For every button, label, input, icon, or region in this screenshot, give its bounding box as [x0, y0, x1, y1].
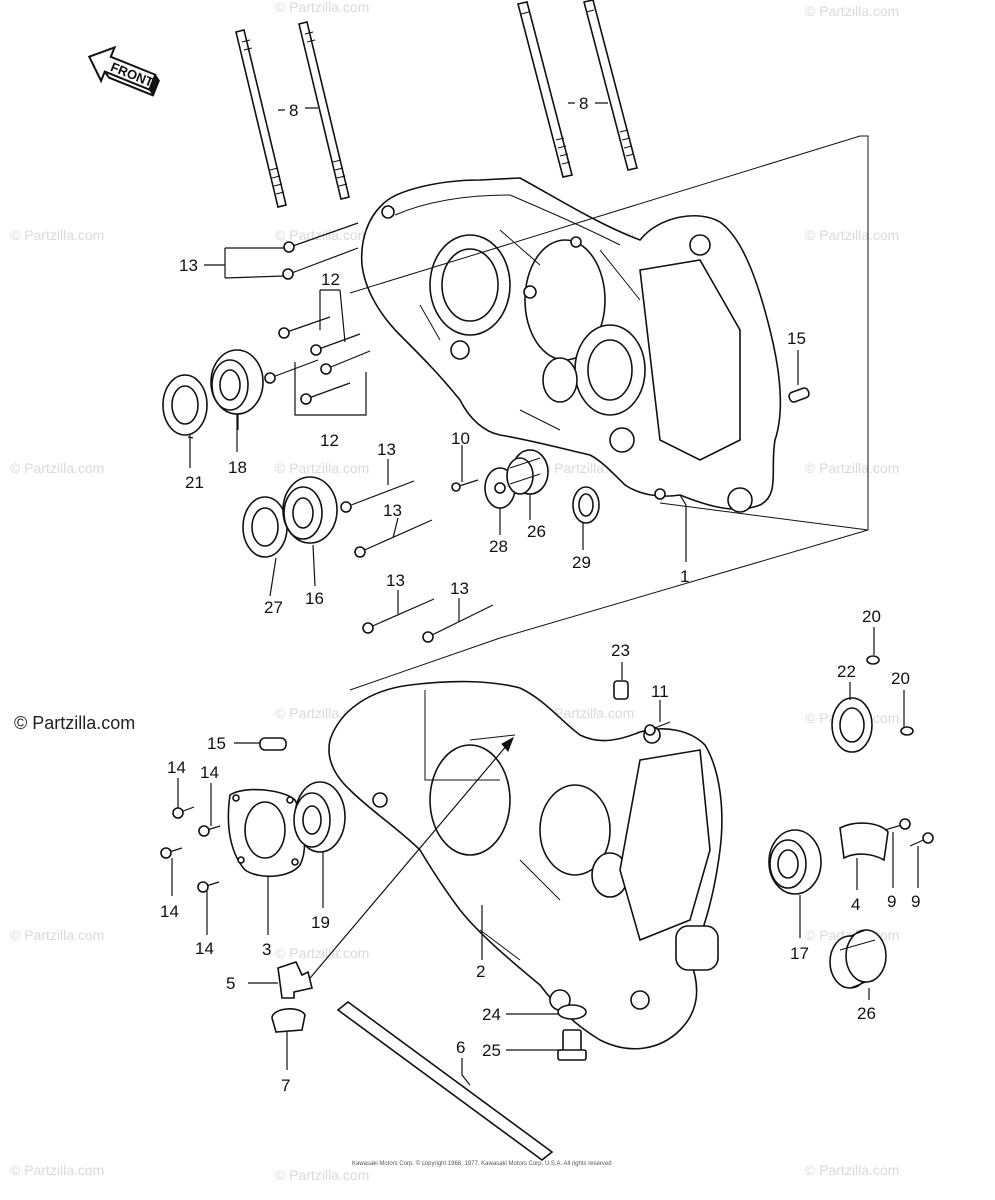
callout-9: 9: [911, 892, 920, 911]
watermark: © Partzilla.com: [275, 1167, 369, 1183]
bearing-19: [293, 781, 346, 853]
cap-7: [271, 1008, 306, 1033]
elbow-fitting-5: [277, 961, 313, 999]
callout-9: 9: [887, 892, 896, 911]
cover-plate-3: [227, 788, 306, 878]
callout-20: 20: [891, 669, 910, 688]
needle-bearing-26-lower: [829, 929, 887, 989]
callout-13: 13: [179, 256, 198, 275]
bolt-10: [451, 479, 479, 492]
callout-13: 13: [383, 501, 402, 520]
front-arrow-icon: FRONT: [87, 45, 160, 97]
callout-22: 22: [837, 662, 856, 681]
stud-8: [235, 0, 638, 208]
plug-23: [613, 680, 629, 700]
bolts-9: [884, 818, 934, 847]
callout-3: 3: [262, 940, 271, 959]
watermark: © Partzilla.com: [10, 227, 104, 243]
washer-24: [557, 1004, 587, 1020]
watermark: © Partzilla.com: [805, 227, 899, 243]
callout-6: 6: [456, 1038, 465, 1057]
pin-20-lower: [900, 726, 914, 736]
callout-2: 2: [476, 962, 485, 981]
callout-15: 15: [787, 329, 806, 348]
leader-lines: [171, 102, 919, 1086]
watermark: © Partzilla.com: [10, 1162, 104, 1178]
plate-4: [839, 822, 889, 862]
callout-8: 8: [289, 101, 298, 120]
callout-25: 25: [482, 1041, 501, 1060]
callout-12: 12: [321, 270, 340, 289]
bearing-17: [768, 829, 822, 895]
rod-6: [336, 1000, 554, 1162]
callout-21: 21: [185, 473, 204, 492]
callout-labels: 8 8 13 12 12 21 18 13 13 13 13 10 28 26 …: [160, 94, 920, 1095]
callout-8: 8: [579, 94, 588, 113]
screws-14: [160, 806, 221, 893]
callout-28: 28: [489, 537, 508, 556]
callout-14: 14: [167, 758, 186, 777]
watermark: © Partzilla.com: [275, 0, 369, 15]
callout-19: 19: [311, 913, 330, 932]
needle-bearing-26-upper: [506, 449, 549, 495]
oil-seal-21: [162, 374, 208, 436]
watermark: © Partzilla.com: [805, 1162, 899, 1178]
callout-4: 4: [851, 895, 860, 914]
callout-20: 20: [862, 607, 881, 626]
callout-23: 23: [611, 641, 630, 660]
callout-24: 24: [482, 1005, 501, 1024]
callout-13: 13: [386, 571, 405, 590]
front-label: FRONT: [109, 59, 156, 90]
callout-12: 12: [320, 431, 339, 450]
bolts-12: [264, 316, 371, 405]
watermark: © Partzilla.com: [275, 460, 369, 476]
oil-seal-22: [831, 697, 873, 753]
watermark: © Partzilla.com: [10, 460, 104, 476]
bolts-13: [282, 222, 494, 643]
callout-13: 13: [450, 579, 469, 598]
callout-15: 15: [207, 734, 226, 753]
callout-13: 13: [377, 440, 396, 459]
assembly-arrow: [299, 736, 514, 991]
dowel-pin-15-lower: [259, 737, 287, 751]
watermark: © Partzilla.com: [275, 945, 369, 961]
callout-14: 14: [200, 763, 219, 782]
watermark: © Partzilla.com: [540, 705, 634, 721]
lower-crankcase-2: [328, 680, 723, 1050]
bolt-11: [644, 721, 671, 736]
callout-5: 5: [226, 974, 235, 993]
parting-line: [349, 135, 869, 691]
oil-seal-29: [572, 486, 600, 524]
callout-29: 29: [572, 553, 591, 572]
callout-10: 10: [451, 429, 470, 448]
brand-text: © Partzilla.com: [14, 713, 135, 733]
drain-plug-25: [557, 1029, 587, 1061]
watermark: © Partzilla.com: [10, 927, 104, 943]
watermark: © Partzilla.com: [805, 460, 899, 476]
callout-11: 11: [651, 682, 669, 701]
callout-26: 26: [857, 1004, 876, 1023]
callout-1: 1: [680, 567, 689, 586]
bearing-18: [210, 349, 264, 415]
watermark: © Partzilla.com: [275, 227, 369, 243]
callout-27: 27: [264, 598, 283, 617]
bearing-16: [282, 476, 338, 544]
callout-14: 14: [160, 902, 179, 921]
callout-18: 18: [228, 458, 247, 477]
copyright-text: Kawasaki Motors Corp. © copyright 1968, …: [352, 1160, 612, 1167]
oil-seal-27: [242, 496, 288, 558]
callout-26: 26: [527, 522, 546, 541]
watermark: © Partzilla.com: [805, 3, 899, 19]
dowel-pin-15-upper: [788, 387, 810, 403]
callout-16: 16: [305, 589, 324, 608]
upper-crankcase-1: [360, 177, 782, 513]
pin-20-upper: [866, 655, 880, 665]
callout-17: 17: [790, 944, 809, 963]
callout-7: 7: [281, 1076, 290, 1095]
callout-14: 14: [195, 939, 214, 958]
